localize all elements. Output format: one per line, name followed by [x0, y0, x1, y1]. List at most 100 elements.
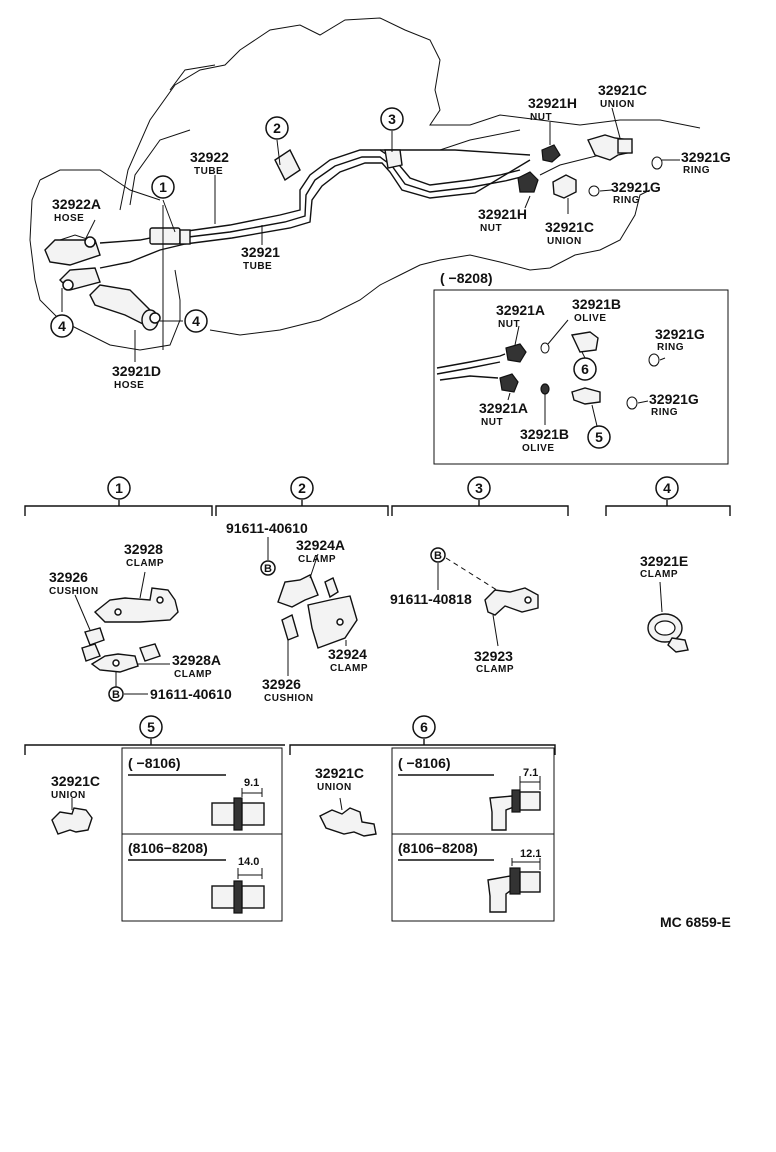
sub-32921C-g6: UNION	[317, 782, 352, 793]
callout-3-section: 3	[475, 480, 483, 496]
diagram-code: MC 6859-E	[660, 914, 731, 930]
callout-3-top: 3	[380, 107, 404, 131]
sub-32921: TUBE	[243, 261, 272, 272]
label-32926-g1: 32926	[49, 569, 88, 585]
callout-1-section: 1	[115, 480, 123, 496]
label-32928A: 32928A	[172, 652, 221, 668]
sub-32921H-mid: NUT	[480, 223, 502, 234]
sub-32921A-inset-bottom: NUT	[481, 417, 503, 428]
hose-32921D	[89, 284, 161, 331]
label-32922: 32922	[190, 149, 229, 165]
bolt-b-g2: B	[264, 563, 272, 575]
union-detail-g5-early	[211, 788, 265, 831]
brake-tube-assembly	[99, 148, 531, 269]
top-leaders	[61, 107, 680, 362]
dim-g5-early: 9.1	[244, 777, 259, 789]
label-32921G-top: 32921G	[681, 149, 731, 165]
label-32921A-inset-top: 32921A	[496, 302, 545, 318]
label-32921C-top: 32921C	[598, 82, 647, 98]
ring-32921G-mid	[588, 185, 600, 197]
sub-32921B-inset-bottom: OLIVE	[522, 443, 555, 454]
range-g5-early: ( −8106)	[128, 755, 181, 771]
range-g6-late: (8106−8208)	[398, 840, 478, 856]
group-3-parts: B	[430, 547, 539, 647]
sub-32923: CLAMP	[476, 664, 514, 675]
label-32921D: 32921D	[112, 363, 161, 379]
engine-outline	[29, 17, 701, 351]
callout-2-section: 2	[298, 480, 306, 496]
label-32921E: 32921E	[640, 553, 688, 569]
label-32921C-mid: 32921C	[545, 219, 594, 235]
sub-32928: CLAMP	[126, 558, 164, 569]
dim-g6-early: 7.1	[523, 767, 538, 779]
callout-6-inset: 6	[581, 361, 589, 377]
dim-g5-late: 14.0	[238, 856, 259, 868]
nut-32921H-top	[541, 144, 561, 163]
callout-5-section: 5	[147, 719, 155, 735]
callout-2-top: 2	[265, 116, 289, 140]
sub-32928A: CLAMP	[174, 669, 212, 680]
bolt-number-g3: 91611-40818	[390, 591, 472, 607]
callout-3-label: 3	[388, 111, 396, 127]
callout-4-top-left: 4	[50, 314, 74, 338]
sub-32921G-inset-bottom: RING	[651, 407, 678, 418]
label-32921G-mid: 32921G	[611, 179, 661, 195]
union-detail-g5-late	[211, 868, 265, 914]
label-32921G-inset-bottom: 32921G	[649, 391, 699, 407]
sub-32921G-top: RING	[683, 165, 710, 176]
section-bracket-4: 4	[605, 476, 731, 516]
section-bracket-5: 5	[24, 715, 285, 922]
sub-32921E: CLAMP	[640, 569, 678, 580]
bolt-b-g3: B	[434, 550, 442, 562]
union-detail-g6-late	[487, 858, 541, 913]
sub-32921G-inset-top: RING	[657, 342, 684, 353]
callout-1-label: 1	[159, 179, 167, 195]
range-g6-early: ( −8106)	[398, 755, 451, 771]
hose-32922A	[44, 236, 101, 291]
bolt-number-g2: 91611-40610	[226, 520, 308, 536]
callout-4-section: 4	[663, 480, 671, 496]
inset-box: ( −8208) 6 5	[433, 270, 729, 465]
range-g5-late: (8106−8208)	[128, 840, 208, 856]
sub-32921H-top: NUT	[530, 112, 552, 123]
section-bracket-1: 1	[24, 476, 213, 516]
group-2-parts: B	[260, 537, 358, 676]
label-32921H-top: 32921H	[528, 95, 577, 111]
inset-range: ( −8208)	[440, 270, 493, 286]
callout-4-label: 4	[58, 318, 66, 334]
sub-32921G-mid: RING	[613, 195, 640, 206]
label-32926-g2: 32926	[262, 676, 301, 692]
union-32921C-mid	[552, 174, 577, 199]
dim-g6-late: 12.1	[520, 848, 541, 860]
sub-32926-g1: CUSHION	[49, 586, 99, 597]
section-bracket-3: 3	[391, 476, 569, 516]
label-32924A: 32924A	[296, 537, 345, 553]
label-32924: 32924	[328, 646, 367, 662]
sub-32922: TUBE	[194, 166, 223, 177]
sub-32924: CLAMP	[330, 663, 368, 674]
sub-32921A-inset-top: NUT	[498, 319, 520, 330]
nut-32921H-mid	[517, 171, 539, 193]
sub-32921D: HOSE	[114, 380, 144, 391]
callout-4-top-right: 4	[184, 309, 208, 333]
label-32921B-inset-top: 32921B	[572, 296, 621, 312]
label-32921H-mid: 32921H	[478, 206, 527, 222]
sub-32921B-inset-top: OLIVE	[574, 313, 607, 324]
bolt-number-g1: 91611-40610	[150, 686, 232, 702]
group-4-parts	[647, 581, 689, 653]
sub-32921C-top: UNION	[600, 99, 635, 110]
label-32921C-g5: 32921C	[51, 773, 100, 789]
bolt-b-g1: B	[112, 689, 120, 701]
union-32921C-g6	[319, 797, 377, 837]
sub-32921C-g5: UNION	[51, 790, 86, 801]
union-detail-g6-early	[489, 776, 541, 831]
callout-4-label: 4	[192, 313, 200, 329]
label-32921: 32921	[241, 244, 280, 260]
label-32921G-inset-top: 32921G	[655, 326, 705, 342]
callout-1-top: 1	[151, 175, 175, 199]
label-32922A: 32922A	[52, 196, 101, 212]
callout-5-inset: 5	[595, 429, 603, 445]
callout-2-label: 2	[273, 120, 281, 136]
label-32921C-g6: 32921C	[315, 765, 364, 781]
label-32921B-inset-bottom: 32921B	[520, 426, 569, 442]
